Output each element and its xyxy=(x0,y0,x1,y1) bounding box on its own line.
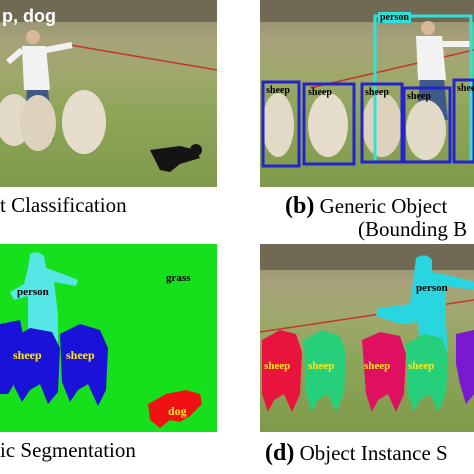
background-hedge xyxy=(260,244,474,270)
leash-line xyxy=(69,44,217,71)
sheep-box-label: sheep xyxy=(457,83,474,94)
panel-a-scene xyxy=(0,0,217,172)
sheep-figure xyxy=(308,93,348,157)
sheep-label: sheep xyxy=(13,348,42,362)
sheep-bounding-box xyxy=(402,86,452,164)
sheep-bounding-box xyxy=(360,82,404,164)
dog-label: dog xyxy=(168,404,187,418)
sheep-instance-label: sheep xyxy=(264,360,291,372)
panel-b-scene xyxy=(260,0,474,168)
sheep-instance-mask xyxy=(262,330,302,412)
person-instance-label: person xyxy=(416,282,448,294)
sheep-instance-mask xyxy=(406,334,448,412)
person-instance-mask xyxy=(376,255,474,354)
grass-label: grass xyxy=(166,272,191,284)
panel-c-masks xyxy=(0,252,202,428)
sheep-instance-label: sheep xyxy=(308,360,335,372)
panel-d-scene xyxy=(260,244,474,412)
sheep-mask xyxy=(10,328,60,404)
sheep-figure xyxy=(362,93,402,157)
panel-b-letter: (b) xyxy=(285,193,315,219)
sheep-bounding-box xyxy=(452,78,474,164)
panel-b-caption: (b) Generic Object xyxy=(285,193,447,220)
panel-a-label: p, dog xyxy=(2,6,56,26)
sheep-instance-label: sheep xyxy=(364,360,391,372)
sheep-instance-mask xyxy=(304,330,346,412)
sheep-figure xyxy=(62,90,106,154)
sheep-figure xyxy=(262,93,294,157)
background-hedge xyxy=(0,0,217,22)
dog-mask xyxy=(148,390,202,428)
panel-b-caption-line2: (Bounding B xyxy=(358,217,468,241)
background-hedge xyxy=(260,0,474,22)
panel-c-segmentation: grass person sheep sheep dog xyxy=(0,244,217,432)
sheep-box-label: sheep xyxy=(365,87,389,98)
sheep-instance-mask xyxy=(456,330,474,404)
panel-a-caption: t Classification xyxy=(0,193,127,217)
panel-a-image: p, dog xyxy=(0,0,217,187)
sheep-label: sheep xyxy=(66,348,95,362)
sheep-box-label: sheep xyxy=(407,91,431,102)
person-label: person xyxy=(17,286,49,298)
person-mask xyxy=(10,252,78,344)
panel-d-image: person sheep sheep sheep sheep xyxy=(260,244,474,432)
panel-c-caption: ic Segmentation xyxy=(0,438,136,462)
panel-b-caption-line1: Generic Object xyxy=(319,194,448,218)
sheep-instance-mask xyxy=(362,332,406,412)
sheep-bounding-box xyxy=(261,80,301,168)
sheep-instance-label: sheep xyxy=(408,360,435,372)
sheep-box-label: sheep xyxy=(308,87,332,98)
sheep-figure xyxy=(20,95,56,151)
dog-figure xyxy=(150,146,200,172)
panel-b-image: person sheep sheep sheep sheep sheep xyxy=(260,0,474,187)
sheep-box-label: sheep xyxy=(266,85,290,96)
leash-line xyxy=(309,49,474,89)
panel-d-caption: (d) Object Instance S xyxy=(265,440,448,467)
person-box-label: person xyxy=(378,12,411,23)
sheep-bounding-box xyxy=(302,82,356,166)
sheep-figure xyxy=(406,100,446,160)
panel-d-letter: (d) xyxy=(265,440,295,466)
panel-d-caption-text: Object Instance S xyxy=(299,441,448,465)
sheep-mask xyxy=(60,324,108,406)
